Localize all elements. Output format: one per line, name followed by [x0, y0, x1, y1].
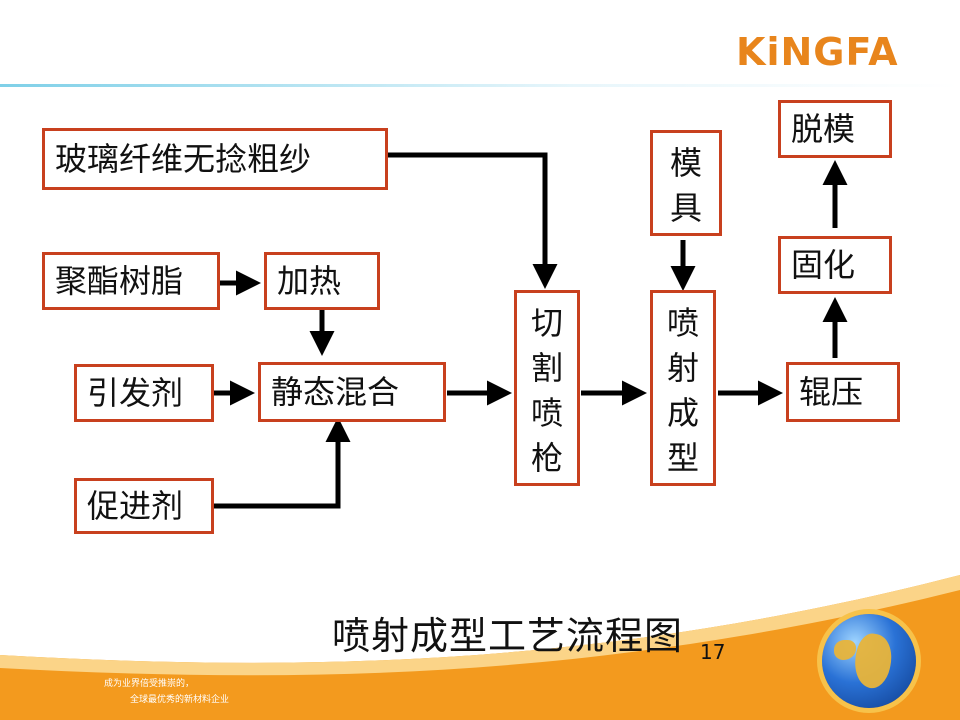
arrow-accelerator-to-mixing: [214, 417, 351, 509]
mold-char-1: 模: [669, 144, 702, 182]
kingfa-logo: KiNGFA: [736, 30, 899, 74]
header-divider: [0, 84, 960, 87]
spray-char-2: 射: [666, 349, 699, 387]
globe-land-europe: [834, 640, 856, 660]
gun-char-4: 枪: [530, 439, 563, 477]
diagram-caption: 喷射成型工艺流程图: [332, 614, 684, 658]
box-mold: 模 具: [650, 130, 722, 236]
arrow-glassfiber-to-gun: [388, 152, 558, 289]
gun-char-1: 切: [530, 304, 563, 342]
box-roll-press: 辊压: [786, 362, 900, 422]
gun-char-3: 喷: [530, 394, 563, 432]
box-demold: 脱模: [778, 100, 892, 158]
spray-char-4: 型: [666, 439, 699, 477]
box-spray-molding: 喷 射 成 型: [650, 290, 716, 486]
box-cure: 固化: [778, 236, 892, 294]
mold-char-2: 具: [669, 189, 702, 227]
box-glass-fiber-roving: 玻璃纤维无捻粗纱: [42, 128, 388, 190]
slogan-line-1: 成为业界倍受推崇的，: [104, 679, 195, 689]
box-heating: 加热: [264, 252, 380, 310]
spray-char-1: 喷: [666, 304, 699, 342]
spray-char-3: 成: [666, 394, 699, 432]
box-chop-spray-gun: 切 割 喷 枪: [514, 290, 580, 486]
slogan-line-2: 全球最优秀的新材料企业: [130, 695, 230, 705]
box-static-mixing: 静态混合: [258, 362, 446, 422]
box-accelerator: 促进剂: [74, 478, 214, 534]
footer-slogan: 成为业界倍受推崇的， 全球最优秀的新材料企业: [104, 676, 229, 708]
page-number: 17: [700, 640, 726, 664]
box-polyester-resin: 聚酯树脂: [42, 252, 220, 310]
box-initiator: 引发剂: [74, 364, 214, 422]
gun-char-2: 割: [530, 349, 563, 387]
